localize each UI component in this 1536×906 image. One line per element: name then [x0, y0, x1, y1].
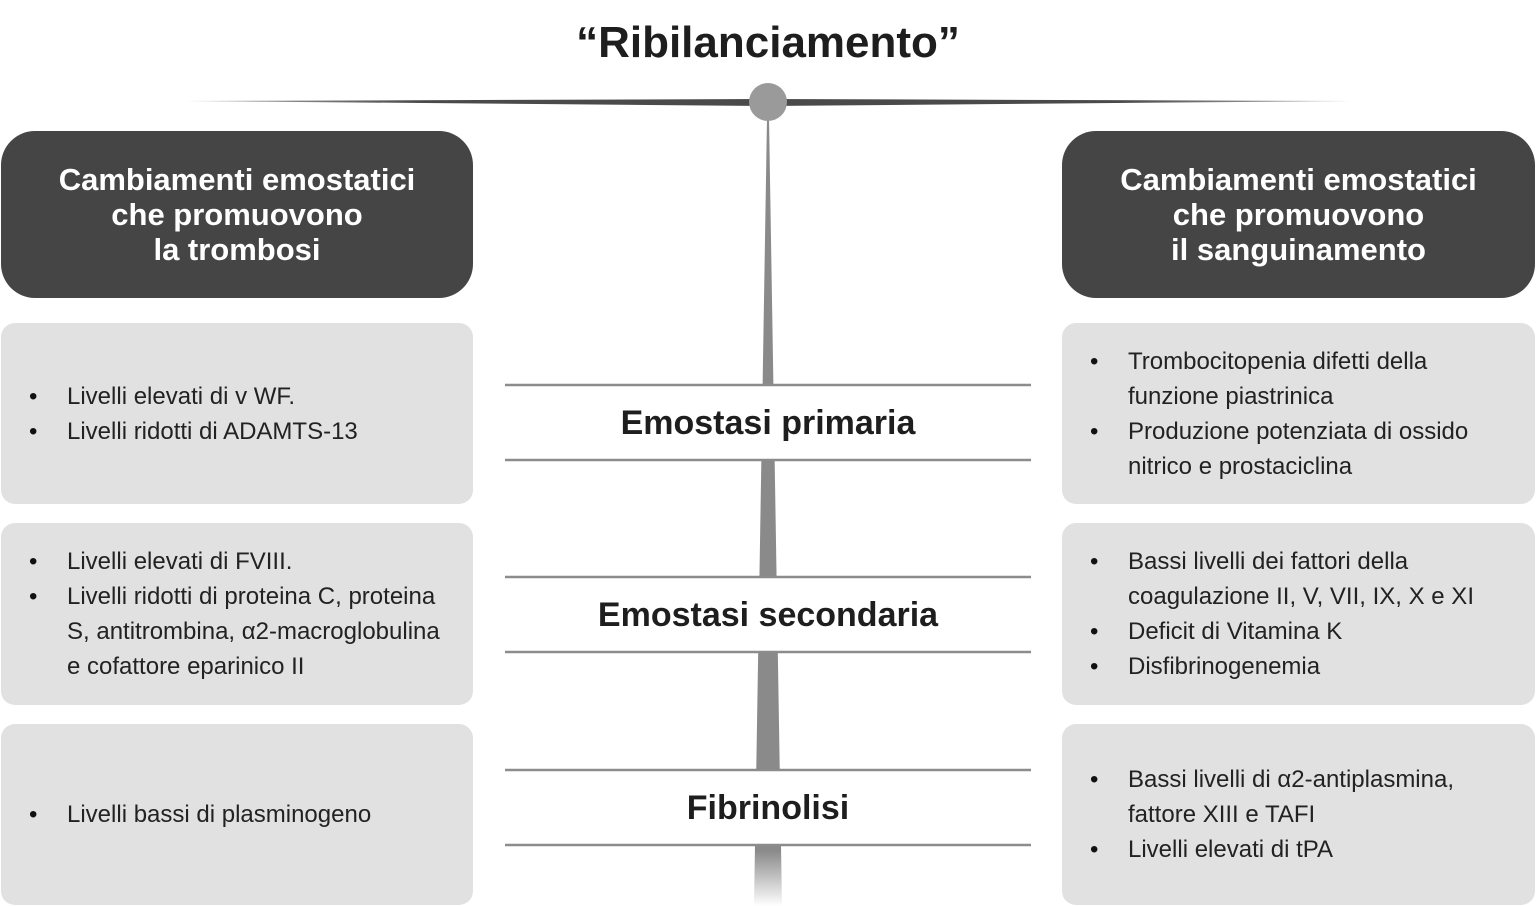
right-header: Cambiamenti emostatici che promuovono il… [1062, 131, 1535, 298]
right-panel-fibrinolysis: Bassi livelli di α2-antiplasmina, fattor… [1062, 724, 1535, 905]
right-header-line: che promuovono [1172, 197, 1425, 232]
bullet-list: Trombocitopenia difetti della funzione p… [1090, 344, 1515, 484]
bullet-list: Bassi livelli di α2-antiplasmina, fattor… [1090, 762, 1515, 867]
right-panel-secondary: Bassi livelli dei fattori della coagulaz… [1062, 523, 1535, 705]
right-panel-primary: Trombocitopenia difetti della funzione p… [1062, 323, 1535, 504]
stage-label-primary: Emostasi primaria [620, 404, 916, 442]
left-header-line: che promuovono [111, 197, 363, 232]
list-item: Bassi livelli dei fattori della coagulaz… [1090, 544, 1515, 614]
stage-label-secondary: Emostasi secondaria [597, 596, 939, 634]
bullet-list: Livelli bassi di plasminogeno [29, 797, 371, 832]
left-panel-primary: Livelli elevati di v WF. Livelli ridotti… [1, 323, 473, 504]
list-item: Livelli bassi di plasminogeno [29, 797, 371, 832]
list-item: Trombocitopenia difetti della funzione p… [1090, 344, 1515, 414]
list-item: Livelli elevati di tPA [1090, 832, 1515, 867]
scale-post [754, 118, 782, 906]
right-header-line: il sanguinamento [1171, 232, 1426, 267]
diagram-title: “Ribilanciamento” [576, 18, 960, 67]
left-header: Cambiamenti emostatici che promuovono la… [1, 131, 473, 298]
stage-label-fibrinolysis: Fibrinolisi [686, 789, 850, 827]
list-item: Livelli ridotti di ADAMTS-13 [29, 414, 358, 449]
left-header-line: Cambiamenti emostatici [58, 162, 416, 197]
list-item: Produzione potenziata di ossido nitrico … [1090, 414, 1515, 484]
right-header-line: Cambiamenti emostatici [1120, 162, 1477, 197]
scale-pivot [749, 83, 787, 121]
left-panel-secondary: Livelli elevati di FVIII. Livelli ridott… [1, 523, 473, 705]
left-panel-fibrinolysis: Livelli bassi di plasminogeno [1, 724, 473, 905]
bullet-list: Livelli elevati di v WF. Livelli ridotti… [29, 379, 358, 449]
bullet-list: Livelli elevati di FVIII. Livelli ridott… [29, 544, 453, 684]
list-item: Deficit di Vitamina K [1090, 614, 1515, 649]
list-item: Livelli ridotti di proteina C, proteina … [29, 579, 453, 684]
list-item: Bassi livelli di α2-antiplasmina, fattor… [1090, 762, 1515, 832]
list-item: Disfibrinogenemia [1090, 649, 1515, 684]
list-item: Livelli elevati di v WF. [29, 379, 358, 414]
left-header-line: la trombosi [153, 232, 321, 267]
bullet-list: Bassi livelli dei fattori della coagulaz… [1090, 544, 1515, 684]
list-item: Livelli elevati di FVIII. [29, 544, 453, 579]
